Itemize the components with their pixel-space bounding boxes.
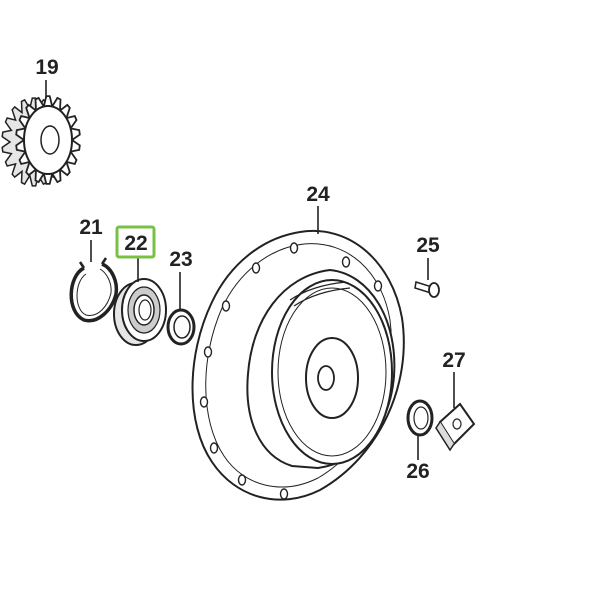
part-22-ball-bearing[interactable] bbox=[113, 278, 167, 346]
part-21-snap-ring[interactable] bbox=[69, 257, 119, 323]
bolt-hole bbox=[251, 262, 261, 274]
cover-groove-2 bbox=[293, 287, 351, 307]
snap-ring-eye-right bbox=[100, 257, 108, 265]
bearing-bore bbox=[138, 299, 152, 321]
bolt-hole bbox=[237, 474, 247, 486]
snap-ring-outer bbox=[69, 262, 119, 323]
gear-bore bbox=[40, 125, 60, 155]
bolt-hole bbox=[221, 300, 231, 312]
o-ring-inner bbox=[413, 406, 429, 430]
callout-22-highlight-box bbox=[115, 225, 156, 259]
bolt-hole bbox=[341, 256, 351, 268]
snap-ring-eye-left bbox=[78, 261, 86, 269]
bolt-hole bbox=[203, 346, 213, 358]
part-19-gear[interactable] bbox=[1, 95, 81, 187]
part-26-o-ring[interactable] bbox=[406, 399, 434, 437]
bolt-hole bbox=[373, 280, 383, 292]
callout-24: 24 bbox=[306, 183, 330, 206]
cover-dome-rim bbox=[277, 287, 387, 457]
part-24-housing-cover[interactable] bbox=[191, 229, 405, 501]
part-27-plate[interactable] bbox=[435, 402, 476, 452]
plate-edge bbox=[435, 421, 455, 452]
part-25-screw[interactable] bbox=[414, 281, 440, 298]
bolt-hole bbox=[209, 442, 219, 454]
bolt-hole bbox=[289, 242, 299, 254]
plate-hole bbox=[452, 418, 462, 430]
cover-groove bbox=[289, 281, 347, 301]
cover-hub-bore bbox=[317, 365, 335, 391]
part-23-seal-ring[interactable] bbox=[166, 308, 196, 346]
screw-head bbox=[428, 282, 440, 298]
snap-ring-inner bbox=[76, 268, 112, 316]
seal-inner bbox=[173, 315, 191, 339]
callout-22: 22 bbox=[124, 232, 147, 255]
callout-21: 21 bbox=[79, 216, 103, 239]
cover-bolt-holes bbox=[199, 242, 383, 500]
callout-25: 25 bbox=[416, 234, 440, 257]
callout-23: 23 bbox=[169, 248, 192, 271]
bolt-hole bbox=[279, 488, 289, 500]
callout-27: 27 bbox=[442, 349, 465, 372]
callout-26: 26 bbox=[406, 460, 429, 483]
callout-19: 19 bbox=[35, 56, 58, 79]
bolt-hole bbox=[199, 396, 209, 408]
